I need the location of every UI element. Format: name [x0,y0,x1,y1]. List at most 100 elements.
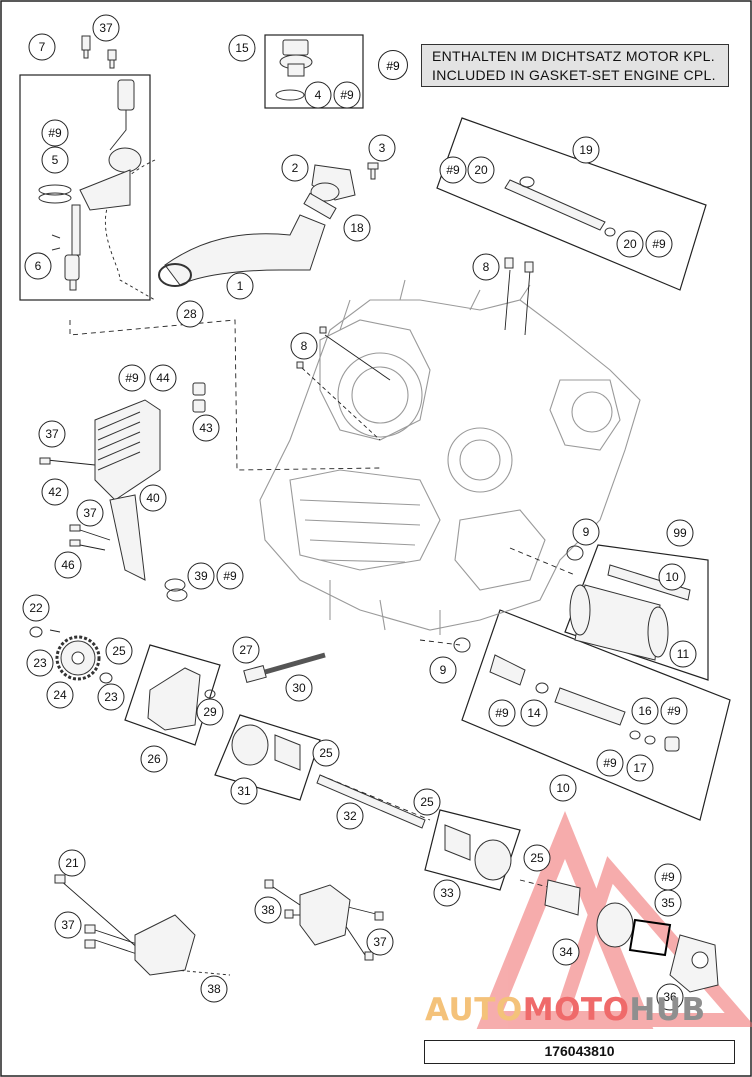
callout-9: 9 [572,518,600,546]
svg-text:4: 4 [315,88,322,102]
watermark-text: AUTOMOTOHUB [425,992,706,1028]
callout-16: 16 [631,697,659,725]
callout-ref-9: #9 [216,562,244,590]
svg-text:25: 25 [319,746,333,760]
svg-text:#9: #9 [340,88,354,102]
watermark-part-moto: MOTO [522,992,630,1028]
callout-36: 36 [656,983,684,1011]
callout-ref-9: #9 [333,81,361,109]
pump-cover-26 [147,652,326,731]
svg-text:39: 39 [194,569,208,583]
svg-text:1: 1 [237,279,244,293]
watermark-part-auto: AUTO [425,992,523,1028]
shaft-32 [316,774,426,829]
svg-text:#9: #9 [603,756,617,770]
callout-37: 37 [54,911,82,939]
group-box-33 [424,809,521,891]
svg-text:38: 38 [261,903,275,917]
group-box-26 [124,644,221,746]
svg-text:32: 32 [343,809,357,823]
note-reference-badge: #9 [378,50,408,80]
callout-34: 34 [552,938,580,966]
callout-4: 4 [304,81,332,109]
shaft-19 [504,176,616,237]
callout-38: 38 [200,975,228,1003]
callout-ref-9: #9 [654,863,682,891]
note-line-english: INCLUDED IN GASKET-SET ENGINE CPL. [432,67,716,83]
svg-text:8: 8 [301,339,308,353]
engine-crankcase [259,279,641,635]
callout-43: 43 [192,414,220,442]
svg-text:46: 46 [61,558,75,572]
svg-text:28: 28 [183,307,197,321]
callout-1: 1 [226,272,254,300]
svg-text:38: 38 [207,982,221,996]
svg-text:7: 7 [39,40,46,54]
callout-8: 8 [290,332,318,360]
leader-lines [46,159,576,976]
svg-text:20: 20 [623,237,637,251]
svg-text:#9: #9 [667,704,681,718]
callout-42: 42 [41,478,69,506]
svg-text:25: 25 [420,795,434,809]
svg-text:3: 3 [379,141,386,155]
svg-text:33: 33 [440,886,454,900]
callout-37: 37 [366,928,394,956]
svg-text:44: 44 [156,371,170,385]
svg-text:17: 17 [633,761,647,775]
bracket-center [264,879,384,961]
svg-text:36: 36 [663,990,677,1004]
callout-10: 10 [549,774,577,802]
svg-text:40: 40 [146,491,160,505]
svg-text:37: 37 [83,506,97,520]
callout-ref-9: #9 [596,749,624,777]
callout-11: 11 [669,640,697,668]
callout-44: 44 [149,364,177,392]
callout-ref-9: #9 [488,699,516,727]
callout-37: 37 [76,499,104,527]
callout-ref-9: #9 [41,119,69,147]
svg-text:18: 18 [350,221,364,235]
bolt-8 [296,257,534,369]
callout-37: 37 [38,420,66,448]
callout-46: 46 [54,551,82,579]
rotor-33 [444,824,512,881]
callout-29: 29 [196,698,224,726]
callout-35: 35 [654,889,682,917]
callout-8: 8 [472,253,500,281]
svg-text:34: 34 [559,945,573,959]
callout-14: 14 [520,699,548,727]
svg-text:21: 21 [65,856,79,870]
svg-text:37: 37 [61,918,75,932]
svg-text:16: 16 [638,704,652,718]
callout-3: 3 [368,134,396,162]
svg-text:#9: #9 [446,163,460,177]
callout-99: 99 [666,519,694,547]
bracket-left [54,874,196,976]
svg-text:42: 42 [48,485,62,499]
callout-38: 38 [254,896,282,924]
svg-text:30: 30 [292,681,306,695]
svg-text:#9: #9 [223,569,237,583]
svg-text:14: 14 [527,706,541,720]
svg-text:31: 31 [237,784,251,798]
svg-text:37: 37 [373,935,387,949]
pump-housing-36 [544,879,719,993]
filler-cap-15 [275,39,313,101]
callout-37: 37 [92,14,120,42]
group-box-15 [264,34,364,109]
callout-39: 39 [187,562,215,590]
callout-22: 22 [22,594,50,622]
callout-9: 9 [429,656,457,684]
svg-text:25: 25 [530,851,544,865]
svg-text:19: 19 [579,143,593,157]
callout-31: 31 [230,777,258,805]
oil-filter-11 [566,545,691,661]
callout-23: 23 [26,649,54,677]
svg-text:5: 5 [52,153,59,167]
callout-6: 6 [24,252,52,280]
svg-text:37: 37 [99,21,113,35]
callout-17: 17 [626,754,654,782]
svg-text:15: 15 [235,41,249,55]
